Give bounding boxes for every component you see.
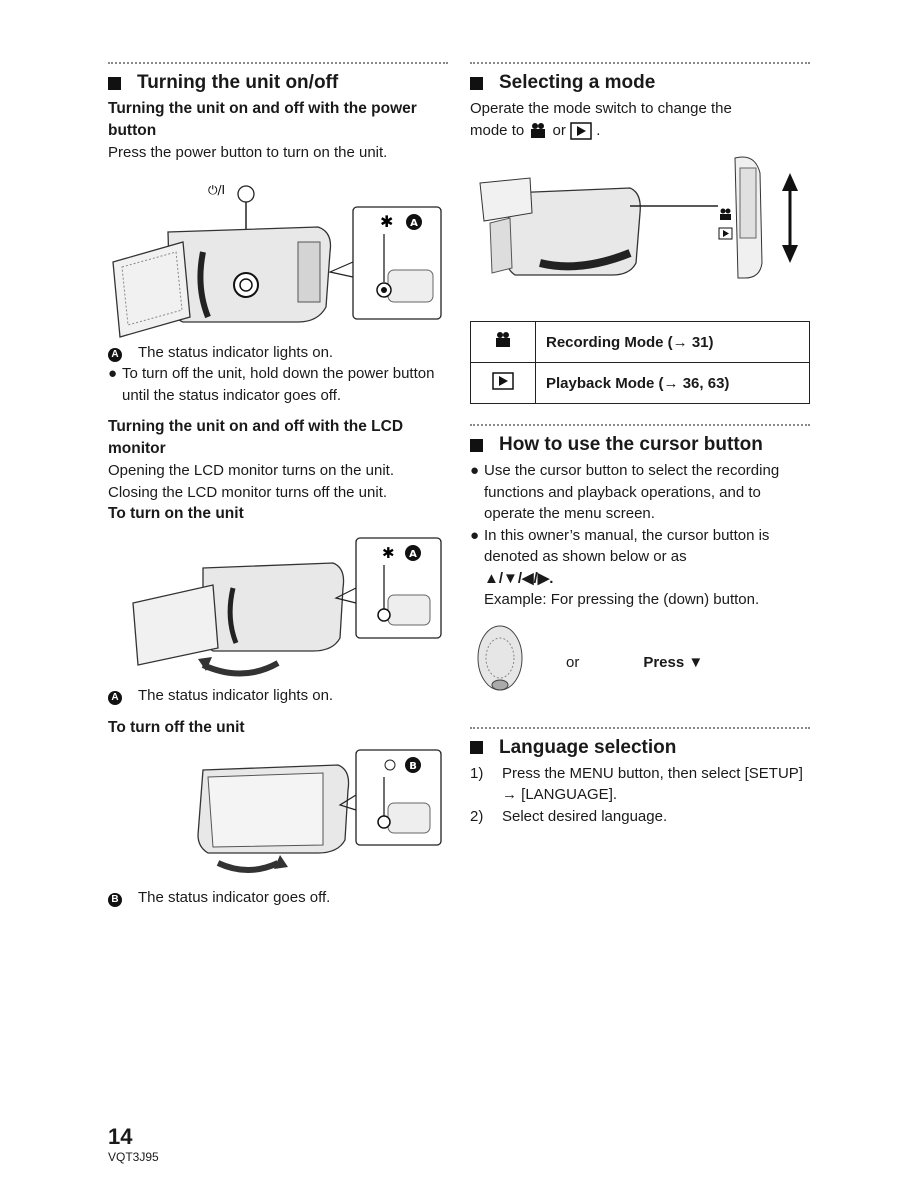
right-column: Selecting a mode Operate the mode switch… (470, 62, 810, 827)
section-divider (470, 424, 810, 426)
page-number: 14 (108, 1124, 133, 1149)
callout-b-icon: B (108, 892, 122, 907)
section-title-on-off: Turning the unit on/off (108, 72, 448, 94)
or-label: or (566, 654, 580, 671)
movie-camera-icon (496, 332, 510, 347)
table-row: Playback Mode (→ 36, 63) (470, 362, 810, 404)
subheading-lcd: Turning the unit on and off with the LCD… (108, 418, 404, 457)
lcd-text-1: Opening the LCD monitor turns on the uni… (108, 462, 394, 479)
mode-text-1: Operate the mode switch to change the (470, 100, 732, 117)
section-title-mode: Selecting a mode (470, 72, 810, 94)
camcorder-illustration: ⏻/I ✱ A (112, 183, 442, 338)
playback-icon (570, 121, 592, 140)
camcorder-closed-illustration: B (197, 748, 442, 873)
cursor-button-icon (477, 625, 523, 690)
camcorder-open-illustration: ✱ A (132, 537, 442, 677)
document-code: VQT3J95 (108, 1150, 159, 1164)
cursor-example: or Press ▼ (470, 623, 810, 703)
camera-lcd-closed-figure: B (108, 745, 448, 885)
callout-a-icon: A (410, 218, 418, 229)
callout-b-icon: B (409, 761, 417, 772)
playback-icon (718, 227, 733, 240)
svg-text:✱: ✱ (382, 544, 395, 562)
example-text: Example: For pressing the (down) button. (484, 591, 760, 608)
movie-camera-icon (531, 122, 546, 138)
recording-mode-cell: Recording Mode (→ 31) (535, 321, 810, 363)
turn-off-heading: To turn off the unit (108, 718, 245, 736)
camcorder-mode-switch-illustration (479, 156, 798, 279)
power-button-text: Press the power button to turn on the un… (108, 144, 388, 161)
bullet-cursor-use: ●Use the cursor button to select the rec… (470, 462, 780, 522)
section-divider (470, 62, 810, 64)
svg-text:✱: ✱ (380, 212, 393, 231)
square-bullet-icon (108, 76, 121, 90)
square-bullet-icon (470, 76, 483, 90)
power-symbol: ⏻/I (208, 183, 225, 197)
movie-camera-icon (720, 208, 731, 220)
mode-switch-figure (470, 153, 810, 303)
press-down-label: Press ▼ (643, 654, 704, 671)
mode-text-2: mode to or . (470, 121, 601, 140)
callout-a-icon: A (409, 549, 417, 560)
section-title-cursor: How to use the cursor button (470, 434, 810, 456)
callout-a-icon: A (108, 347, 122, 362)
square-bullet-icon (470, 438, 483, 452)
turn-on-heading: To turn on the unit (108, 505, 244, 522)
square-bullet-icon (470, 741, 483, 754)
playback-mode-cell: Playback Mode (→ 36, 63) (535, 362, 810, 404)
lcd-text-2: Closing the LCD monitor turns off the un… (108, 483, 388, 501)
arrow-symbols: ▲/▼/◀/▶. (484, 569, 554, 587)
section-divider (108, 62, 448, 64)
section-divider (470, 726, 810, 729)
step-2: 2)Select desired language. (470, 807, 668, 825)
bullet-turn-off: ●To turn off the unit, hold down the pow… (108, 365, 435, 404)
left-column: Turning the unit on/off Turning the unit… (108, 62, 448, 908)
section-title-language: Language selection (470, 737, 810, 759)
callout-a-icon: A (108, 691, 122, 705)
bullet-cursor-denoted: ●In this owner’s manual, the cursor butt… (470, 526, 770, 566)
playback-icon (492, 372, 514, 390)
table-row: Recording Mode (→ 31) (470, 321, 810, 363)
step-1: 1)Press the MENU button, then select [SE… (470, 764, 803, 804)
subheading-power-button: Turning the unit on and off with the pow… (108, 100, 417, 139)
camera-lcd-open-figure: ✱ A (108, 533, 448, 683)
camera-power-figure: ⏻/I ✱ A (108, 172, 448, 342)
mode-table: Recording Mode (→ 31) Playback Mode (→ 3… (470, 321, 810, 404)
